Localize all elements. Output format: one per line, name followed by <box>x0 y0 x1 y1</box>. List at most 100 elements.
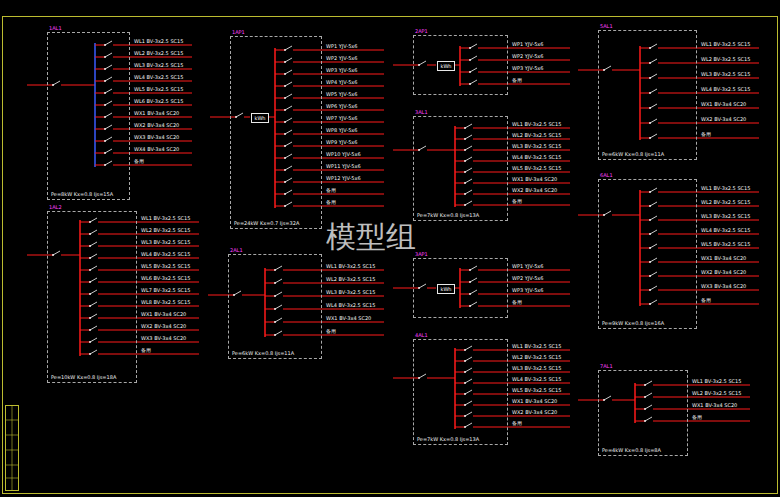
wire <box>98 234 199 235</box>
wire <box>244 117 250 118</box>
breaker-symbol <box>90 350 97 354</box>
breaker-contact <box>644 408 646 410</box>
watermark: 模型组 <box>326 222 416 252</box>
wire <box>473 416 570 417</box>
wire <box>98 282 199 283</box>
breaker-symbol <box>419 61 426 65</box>
circuit-label: WL4 BV-3x2.5 SC15 <box>140 251 191 257</box>
breaker-contact <box>418 377 420 379</box>
wire <box>473 183 570 184</box>
wire <box>265 309 275 310</box>
breaker-symbol <box>90 290 97 294</box>
breaker-symbol <box>645 405 652 409</box>
wire <box>658 276 759 277</box>
wire <box>242 295 265 296</box>
wire <box>275 134 285 135</box>
circuit-label: WP10 YJV-5x6 <box>325 151 362 157</box>
panel-name: 2AL1 <box>230 247 243 253</box>
breaker-contact <box>464 149 466 151</box>
breaker-symbol <box>650 134 657 138</box>
breaker-contact <box>274 269 276 271</box>
wire <box>478 84 570 85</box>
wire <box>478 270 570 271</box>
breaker-contact <box>418 287 420 289</box>
wire <box>275 62 285 63</box>
breaker-contact <box>104 164 106 166</box>
wire <box>293 122 384 123</box>
circuit-label: WX2 BV-3x4 SC20 <box>133 122 180 128</box>
wire <box>113 105 192 106</box>
busbar <box>459 268 461 308</box>
wire <box>455 405 465 406</box>
circuit-label: WL5 BV-3x2.5 SC15 <box>133 86 184 92</box>
breaker-symbol <box>90 218 97 222</box>
circuit-label: WL1 BV-3x2.5 SC15 <box>325 263 376 269</box>
wire <box>478 282 570 283</box>
wire <box>455 128 465 129</box>
breaker-contact <box>104 92 106 94</box>
breaker-symbol <box>419 146 426 150</box>
breaker-symbol <box>285 190 292 194</box>
circuit-label: WP1 YJV-5x6 <box>325 43 359 49</box>
breaker-symbol <box>465 146 472 150</box>
circuit-label: 备用 <box>700 131 712 137</box>
busbar <box>454 126 456 207</box>
wire <box>98 222 199 223</box>
breaker-symbol <box>90 314 97 318</box>
breaker-contact <box>469 305 471 307</box>
busbar <box>454 348 456 429</box>
circuit-label: WL1 BV-3x2.5 SC15 <box>700 41 751 47</box>
circuit-label: WL4 BV-3x2.5 SC15 <box>133 74 184 80</box>
circuit-label: WX1 BV-3x4 SC20 <box>691 402 738 408</box>
circuit-label: WL2 BV-3x2.5 SC15 <box>511 354 562 360</box>
wire <box>95 129 105 130</box>
breaker-symbol <box>105 41 112 45</box>
wire <box>98 246 199 247</box>
breaker-contact <box>104 140 106 142</box>
breaker-contact <box>104 56 106 58</box>
circuit-label: WP12 YJV-5x6 <box>325 175 362 181</box>
breaker-symbol <box>465 201 472 205</box>
wire <box>653 421 750 422</box>
breaker-contact <box>89 269 91 271</box>
circuit-label: WL2 BV-3x2.5 SC15 <box>325 276 376 282</box>
breaker-symbol <box>90 242 97 246</box>
breaker-symbol <box>650 202 657 206</box>
wire <box>98 294 199 295</box>
distribution-panel: 1AP1Pe=24kW Kx=0.7 Ijs=32AkWh <box>230 36 322 229</box>
wire <box>640 123 650 124</box>
breaker-symbol <box>470 278 477 282</box>
breaker-contact <box>274 308 276 310</box>
circuit-label: 备用 <box>511 77 523 83</box>
wire <box>268 117 275 118</box>
breaker-contact <box>464 393 466 395</box>
circuit-label: WL3 BV-3x2.5 SC15 <box>700 213 751 219</box>
wire <box>612 400 635 401</box>
wire <box>460 282 470 283</box>
wire <box>293 146 384 147</box>
title-block-line <box>5 450 18 451</box>
wire <box>640 304 650 305</box>
wire <box>658 48 759 49</box>
circuit-label: WX3 BV-3x4 SC20 <box>133 134 180 140</box>
wire <box>393 150 419 151</box>
breaker-contact <box>469 83 471 85</box>
wire <box>293 194 384 195</box>
breaker-contact <box>649 219 651 221</box>
breaker-symbol <box>650 188 657 192</box>
breaker-symbol <box>650 286 657 290</box>
breaker-contact <box>469 269 471 271</box>
breaker-symbol <box>105 161 112 165</box>
circuit-label: WP1 YJV-5x6 <box>511 263 545 269</box>
breaker-symbol <box>90 326 97 330</box>
circuit-label: WP3 YJV-5x6 <box>325 67 359 73</box>
breaker-contact <box>89 281 91 283</box>
circuit-label: WL2 BV-3x2.5 SC15 <box>691 390 742 396</box>
breaker-symbol <box>465 357 472 361</box>
breaker-contact <box>464 182 466 184</box>
distribution-panel: 7AL1Pe=4kW Kx=0.8 Ijs=8A <box>598 370 688 456</box>
breaker-symbol <box>285 130 292 134</box>
wire <box>658 138 759 139</box>
panel-name: 3AL1 <box>415 109 428 115</box>
breaker-symbol <box>650 230 657 234</box>
